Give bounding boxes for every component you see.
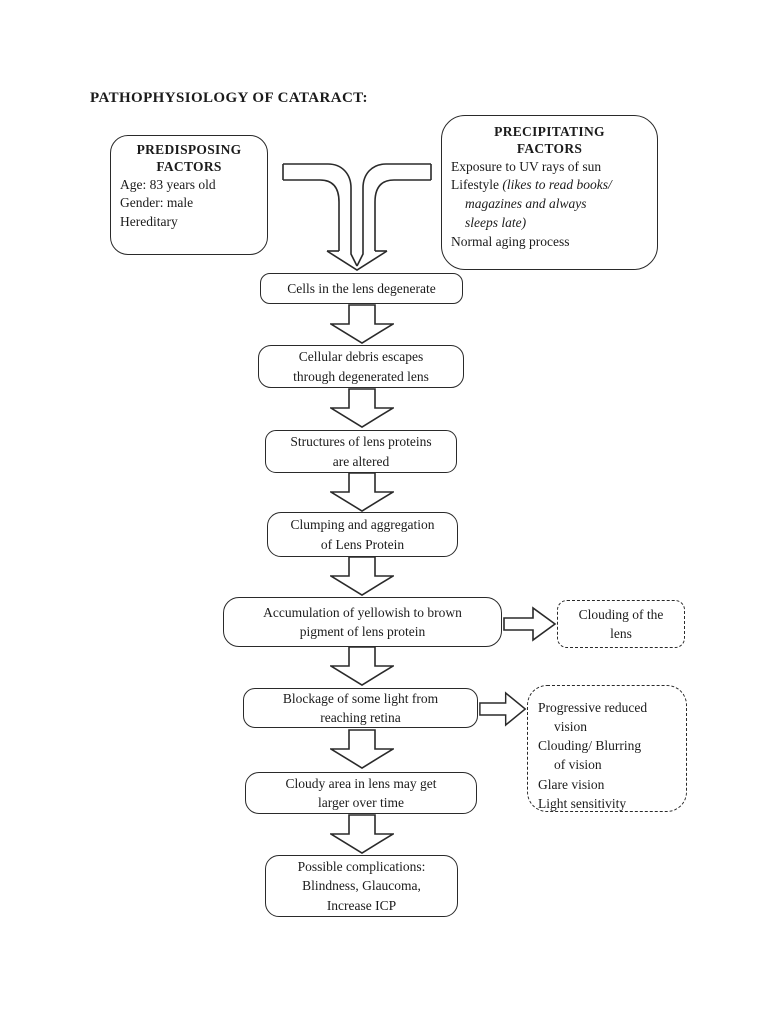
step-cellular-debris: Cellular debris escapes through degenera… xyxy=(258,345,464,388)
predisposing-gender: Gender: male xyxy=(120,195,194,211)
precipitating-aging: Normal aging process xyxy=(451,234,570,250)
down-arrow-3 xyxy=(330,472,394,512)
down-arrow-1 xyxy=(330,304,394,344)
down-arrow-2 xyxy=(330,388,394,428)
step-text: Cellular debris escapes through degenera… xyxy=(293,349,429,384)
right-arrow-symptoms xyxy=(479,692,527,726)
symptom-item: Glare vision xyxy=(538,776,605,792)
predisposing-age: Age: 83 years old xyxy=(120,176,216,192)
predisposing-hereditary: Hereditary xyxy=(120,214,178,230)
symptom-item: Light sensitivity xyxy=(538,795,627,811)
step-complications: Possible complications: Blindness, Glauc… xyxy=(265,855,458,917)
precipitating-lifestyle: Lifestyle (likes to read books/ magazine… xyxy=(451,176,648,233)
predisposing-heading: PREDISPOSING FACTORS xyxy=(136,142,242,175)
page-title: PATHOPHYSIOLOGY OF CATARACT: xyxy=(90,90,368,106)
step-text: Cloudy area in lens may get larger over … xyxy=(285,775,437,810)
step-clumping-aggregation: Clumping and aggregation of Lens Protein xyxy=(267,512,458,557)
symptom-item: Clouding/ Blurring of vision xyxy=(538,738,642,773)
step-light-blockage: Blockage of some light from reaching ret… xyxy=(243,688,478,728)
down-arrow-5 xyxy=(330,646,394,686)
down-arrow-4 xyxy=(330,556,394,596)
step-cloudy-area: Cloudy area in lens may get larger over … xyxy=(245,772,477,814)
symptom-item: Progressive reduced vision xyxy=(538,700,648,735)
step-text: Accumulation of yellowish to brown pigme… xyxy=(263,604,462,639)
right-arrow-clouding xyxy=(503,607,556,641)
merge-arrow xyxy=(282,163,432,271)
clouding-text: Clouding of the lens xyxy=(578,606,664,641)
predisposing-factors-box: PREDISPOSING FACTORS Age: 83 years old G… xyxy=(110,135,268,255)
step-structures-altered: Structures of lens proteins are altered xyxy=(265,430,457,473)
step-text: Structures of lens proteins are altered xyxy=(290,434,432,469)
down-arrow-7 xyxy=(330,814,394,854)
lifestyle-label: Lifestyle xyxy=(451,177,503,193)
step-text: Clumping and aggregation of Lens Protein xyxy=(290,517,435,552)
precipitating-uv: Exposure to UV rays of sun xyxy=(451,158,602,174)
step-pigment-accumulation: Accumulation of yellowish to brown pigme… xyxy=(223,597,502,647)
symptoms-side-box: Progressive reduced vision Clouding/ Blu… xyxy=(527,685,687,812)
step-text: Blockage of some light from reaching ret… xyxy=(282,690,439,725)
precipitating-factors-box: PRECIPITATING FACTORS Exposure to UV ray… xyxy=(441,115,658,270)
clouding-side-box: Clouding of the lens xyxy=(557,600,685,648)
down-arrow-6 xyxy=(330,729,394,769)
step-text: Possible complications: Blindness, Glauc… xyxy=(297,859,426,913)
precipitating-heading: PRECIPITATING FACTORS xyxy=(494,124,605,157)
step-cells-degenerate: Cells in the lens degenerate xyxy=(260,273,463,304)
lifestyle-detail: (likes to read books/ magazines and alwa… xyxy=(465,177,612,231)
step-text: Cells in the lens degenerate xyxy=(287,280,436,296)
